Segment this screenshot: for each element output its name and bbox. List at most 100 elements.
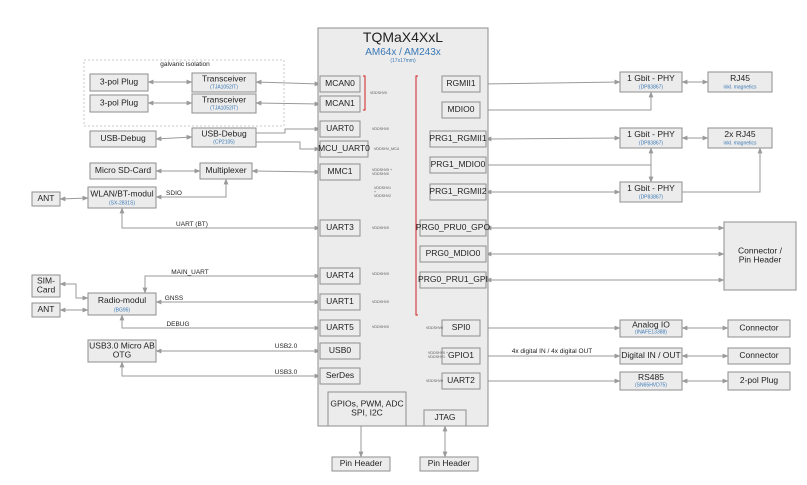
uart5-block: UART5 [319,319,361,337]
digio-label: Digital IN / OUT [621,350,681,360]
uart4-label: UART4 [326,270,354,280]
uart5-label: UART5 [326,322,354,332]
rj45-label: RJ45 [730,73,750,83]
uart1-box [319,293,361,311]
mux-label: Multiplexer [205,165,246,175]
prg1-rgmii2-box [429,183,487,201]
trans1-mcan0-line [255,79,321,87]
ant2-block: ANT [31,302,61,318]
uart4-block: UART4 [319,267,361,285]
plug2pol-label: 2-pol Plug [740,375,779,385]
jtag-box [423,409,467,427]
rj45x2-sub: inkl. magnetics [723,141,757,147]
prg0-pru1-label: PRG0_PRU1_GPI [418,274,488,284]
uart2-box [441,372,481,390]
usbdebug-chip-block: USB-Debug(CP2105) [191,127,257,148]
jtag-label: JTAG [434,412,455,422]
usbdebug-box [89,130,157,148]
plug2-box [89,94,149,113]
v-mcu-label: VDDSHV_MCU [374,147,400,151]
plug2pol-box [727,371,791,391]
prg1-rgmii1-block: PRG1_RGMII1 [429,130,487,148]
radio-box [87,292,157,316]
rgmii1-box [441,75,481,93]
phy3-label: 1 Gbit - PHY [627,183,675,193]
conn2-box [727,347,791,365]
prg1-rgmii2-block: PRG1_RGMII2 [429,183,487,201]
prg1-mdio0-label: PRG1_MDIO0 [431,159,486,169]
prg0-pru1-block: PRG0_PRU1_GPI [418,271,488,289]
prg0-mdio0-block: PRG0_MDIO0 [419,245,487,263]
connhdr-box [723,221,797,291]
uart2-block: UART2 [441,372,481,390]
mcan1-block: MCAN1 [319,95,361,113]
microsd-block: Micro SD-Card [89,162,157,180]
sim-block: SIM-Card [31,274,61,298]
pinhdr2-box [419,456,479,472]
mdio0-block: MDIO0 [441,101,481,119]
main-title: TQMaX4XxL [363,29,443,45]
rj45-box [707,71,773,93]
usb2-label: USB2.0 [275,343,298,350]
jtag-block: JTAG [423,409,467,427]
usbdebug-chip-box [191,127,257,148]
trans1-sub: (TJA1052IT) [210,85,238,91]
prg1-mdio0-block: PRG1_MDIO0 [429,156,487,174]
digital-io-label: 4x digital IN / 4x digital OUT [512,348,593,355]
radio-uart5-line [119,314,321,331]
spi0-label: SPI0 [452,322,471,332]
v-uart1-label: VDDSHV0 [372,300,389,304]
plug1-label: 3-pol Plug [100,77,139,87]
digio-block: Digital IN / OUT [619,347,683,365]
prg1rgmii1-phy2-line [485,135,621,142]
prg0-pru0-box [419,219,487,237]
v-mmc1-label: VDDSHV5 +VDDSHV0 [372,168,392,176]
phy1-box [619,71,683,93]
prg1-mdio0-box [429,156,487,174]
mdio0-label: MDIO0 [448,104,475,114]
gpio-block-box [327,391,407,427]
trans2-mcan1-line [255,100,321,107]
uart3-box [319,219,361,237]
pinhdr2-block: Pin Header [419,456,479,472]
usb3otg-box [87,339,157,363]
v-mid-label: VDDSHV1+VDDSHV2 [374,186,391,198]
analogio-label: Analog IO [632,320,670,330]
ant2-label: ANT [38,304,55,314]
gpio1-box [441,347,481,365]
plug2-label: 3-pol Plug [100,98,139,108]
rs485-block: RS485(SN65HVD75) [619,371,683,391]
analogio-box [619,319,683,338]
rj45x2-label: 2x RJ45 [724,129,755,139]
rgmii1-label: RGMII1 [446,78,476,88]
mux-box [199,162,253,180]
wlan-sub: (SX-2831S) [109,201,135,207]
radio-sub: (BG95) [114,308,130,314]
mmc1-box [319,163,361,181]
otg-serdes-line [119,361,321,379]
uart3-label: UART3 [326,222,354,232]
usb0-label: USB0 [329,345,351,355]
mcan1-box [319,95,361,113]
prg0-mdio0-label: PRG0_MDIO0 [426,248,481,258]
v-uart4-label: VDDSHV0 [372,272,389,276]
radio-label: Radio-modul [98,295,146,305]
rj45x2-block: 2x RJ45 inkl. magnetics [707,127,773,149]
usbdebug-label: USB-Debug [100,133,146,143]
mux-mmc1-line [251,168,321,175]
spi0-block: SPI0 [441,319,481,337]
plug1-block: 3-pol Plug [89,73,149,92]
mux-block: Multiplexer [199,162,253,180]
gnss-label: GNSS [165,295,184,302]
v-uart2-label: VDDSHV0 [426,379,443,383]
chip-mcu-line [256,141,321,152]
uart1-label: UART1 [326,296,354,306]
bracket-right [415,75,418,316]
rgmii1-phy1-line [479,79,621,87]
group-label: galvanic isolation [160,61,210,68]
mdio0-phy1-line [480,91,654,111]
ant2-box [31,302,61,318]
